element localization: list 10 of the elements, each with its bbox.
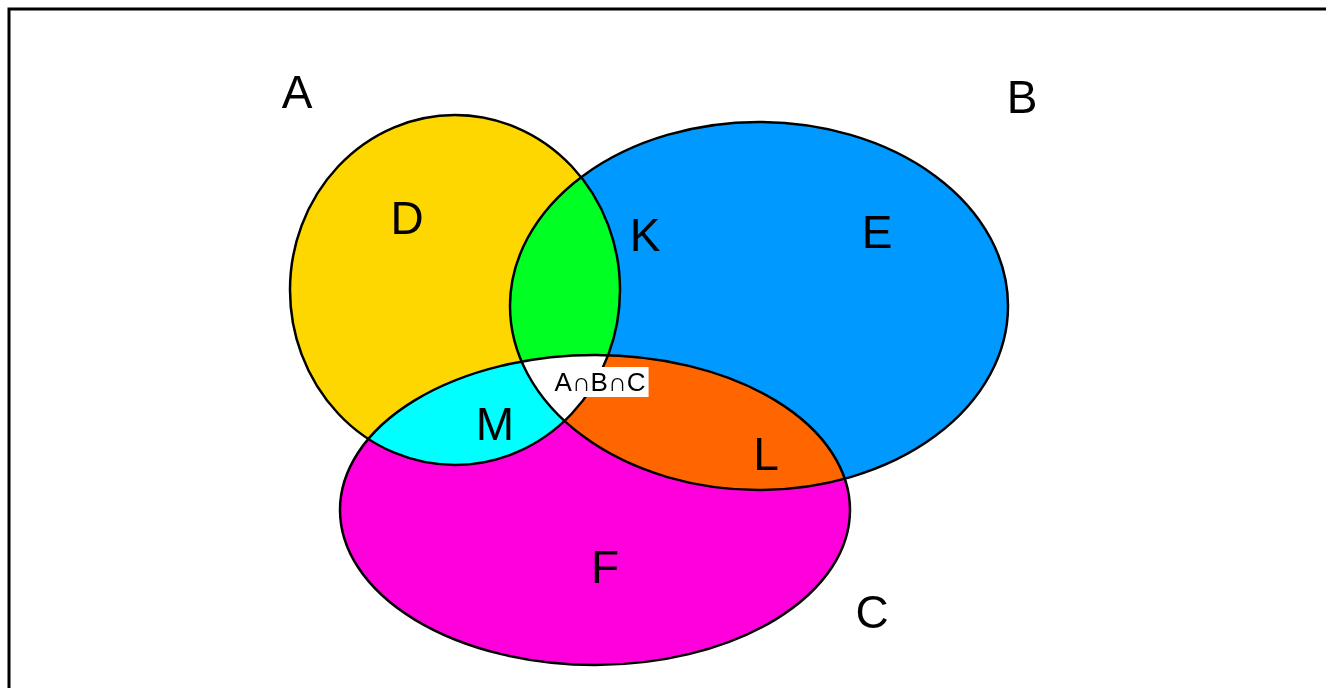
region-label: D <box>390 195 424 241</box>
region-label: A∩B∩C <box>551 367 649 397</box>
region-label: F <box>590 544 620 590</box>
region-label: E <box>861 209 893 255</box>
region-label: M <box>475 401 515 447</box>
region-label: K <box>629 212 661 258</box>
set-name: B <box>1006 74 1038 120</box>
set-name: C <box>855 589 889 635</box>
region-label: L <box>753 431 779 477</box>
set-name: A <box>281 69 313 115</box>
